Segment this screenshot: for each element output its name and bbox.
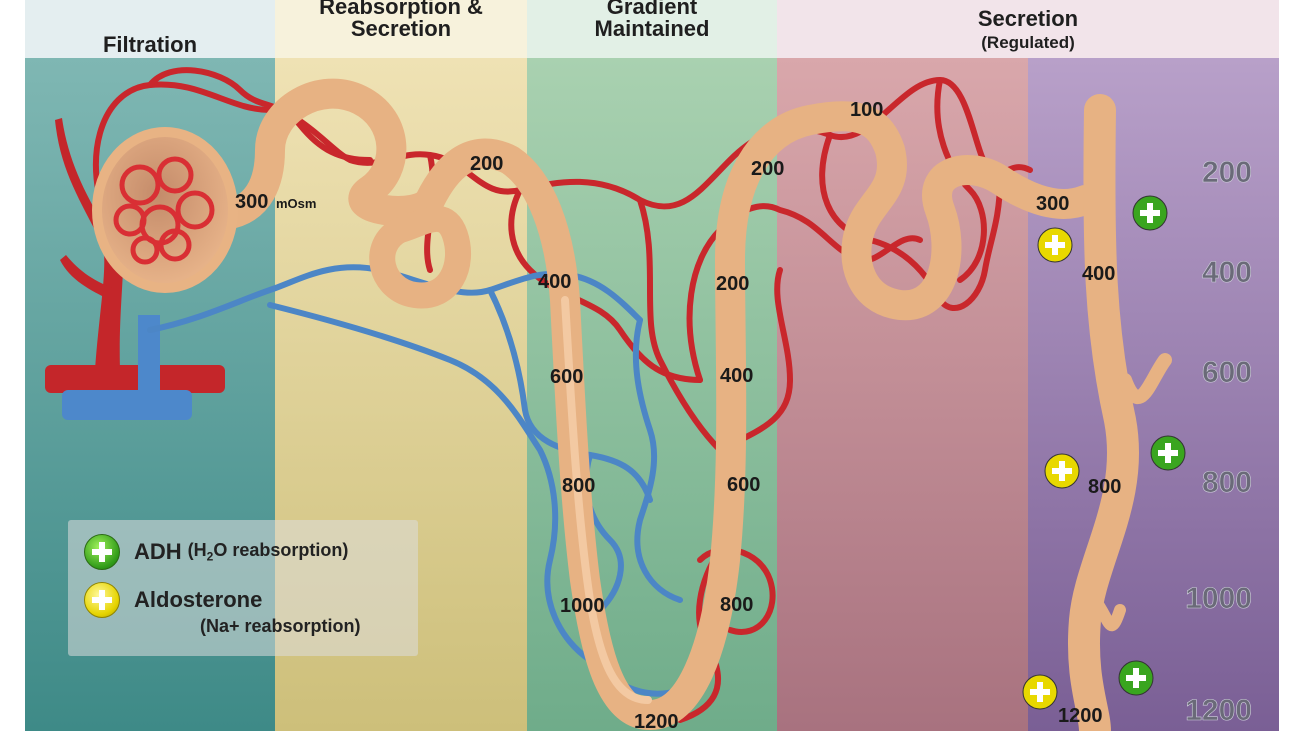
legend-adh-note-pre: (H bbox=[187, 540, 207, 561]
header-gradient: Gradient Maintained bbox=[527, 0, 777, 58]
scale-200: 200 bbox=[1202, 156, 1252, 189]
adh-plus-icon bbox=[1132, 195, 1168, 231]
legend-adh-note: (H2O reabsorption) bbox=[188, 540, 349, 564]
header-reabsorption-line2: Secretion bbox=[350, 16, 452, 41]
legend-adh-note-post: O reabsorption) bbox=[213, 540, 349, 561]
hormone-badges bbox=[1022, 195, 1186, 710]
scale-1000: 1000 bbox=[1185, 582, 1252, 615]
label-asc-400: 400 bbox=[720, 365, 753, 387]
header-reabsorption-line1: Reabsorption & bbox=[319, 0, 483, 19]
label-cd-300: 300 bbox=[1036, 193, 1069, 215]
adh-plus-icon bbox=[84, 534, 120, 570]
header-secretion: Secretion (Regulated) bbox=[777, 0, 1279, 58]
header-secretion-text: Secretion bbox=[977, 6, 1079, 31]
header-gradient-line1: Gradient bbox=[606, 0, 698, 19]
header-bg-gradient bbox=[527, 0, 777, 58]
legend-adh-note-sub: 2 bbox=[206, 549, 214, 564]
legend-adh: ADH (H2O reabsorption) bbox=[84, 534, 348, 570]
label-loop-1200: 1200 bbox=[634, 711, 679, 731]
tubule bbox=[210, 78, 1172, 736]
label-cd-1200: 1200 bbox=[1058, 705, 1103, 727]
adh-plus-icon bbox=[1118, 660, 1154, 696]
tubule-highlight bbox=[561, 296, 652, 704]
legend: ADH (H2O reabsorption) Aldosterone (Na+ … bbox=[68, 520, 418, 656]
label-desc-400: 400 bbox=[538, 271, 571, 293]
label-dct-100: 100 bbox=[850, 99, 883, 121]
aldosterone-plus-icon bbox=[1022, 674, 1058, 710]
renal-vein bbox=[62, 315, 192, 420]
scale-600: 600 bbox=[1202, 356, 1252, 389]
header-bg-reabsorption bbox=[275, 0, 527, 58]
header-bg-secretion bbox=[777, 0, 1279, 58]
aldosterone-plus-icon bbox=[1044, 453, 1080, 489]
label-asc-200: 200 bbox=[716, 273, 749, 295]
header-filtration-text: Filtration bbox=[102, 32, 198, 57]
scale-800: 800 bbox=[1202, 466, 1252, 499]
legend-adh-label: ADH bbox=[134, 539, 182, 564]
glomerulus-capillaries bbox=[113, 156, 215, 265]
label-desc-600: 600 bbox=[550, 366, 583, 388]
label-dct-200: 200 bbox=[751, 158, 784, 180]
header-gradient-line2: Maintained bbox=[594, 16, 710, 41]
label-asc-800: 800 bbox=[720, 594, 753, 616]
adh-plus-icon bbox=[1150, 435, 1186, 471]
label-pct-200: 200 bbox=[470, 153, 503, 175]
header-reabsorption: Reabsorption & Secretion bbox=[275, 0, 527, 58]
scale-1200: 1200 bbox=[1185, 694, 1252, 727]
header-bg-filtration bbox=[25, 0, 275, 58]
bowmans-capsule bbox=[92, 127, 238, 293]
legend-aldo-label: Aldosterone bbox=[134, 587, 263, 612]
scale-400: 400 bbox=[1202, 256, 1252, 289]
label-desc-1000: 1000 bbox=[560, 595, 605, 617]
header-filtration: Filtration bbox=[25, 0, 275, 58]
label-asc-600: 600 bbox=[727, 474, 760, 496]
label-glomerulus-unit: mOsm bbox=[276, 196, 316, 211]
osmolarity-labels: 300 200 400 600 800 1000 1200 200 400 600 800 200 10… bbox=[235, 99, 1121, 733]
label-cd-800: 800 bbox=[1088, 476, 1121, 498]
label-glomerulus: 300 bbox=[235, 191, 268, 213]
header-secretion-sub: (Regulated) bbox=[981, 33, 1075, 52]
legend-aldo-note: (Na+ reabsorption) bbox=[200, 616, 361, 636]
label-desc-800: 800 bbox=[562, 475, 595, 497]
osmolarity-scale: 200 400 600 800 1000 1200 bbox=[1185, 156, 1252, 728]
label-cd-400: 400 bbox=[1082, 263, 1115, 285]
aldosterone-plus-icon bbox=[1037, 227, 1073, 263]
legend-aldosterone: Aldosterone bbox=[84, 582, 262, 618]
aldosterone-plus-icon bbox=[84, 582, 120, 618]
